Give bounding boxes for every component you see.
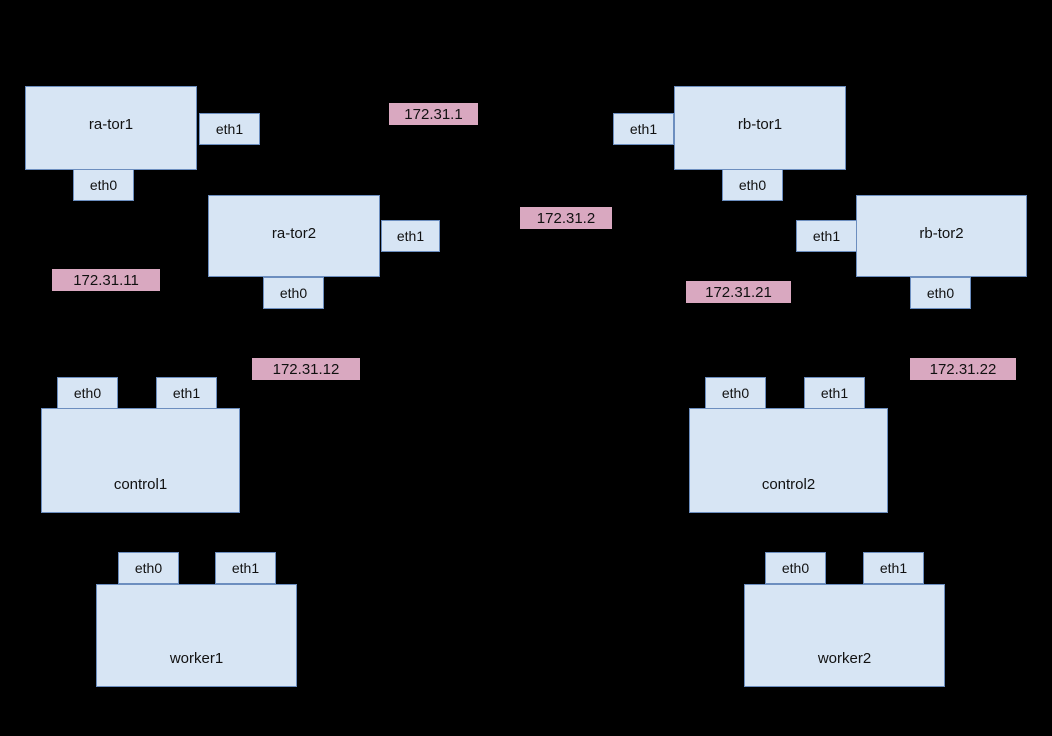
port-rb-tor2-eth1[interactable]: eth1 [796, 220, 857, 252]
node-label: rb-tor1 [737, 116, 783, 133]
node-rb-tor1[interactable]: rb-tor1 [674, 86, 846, 170]
port-ra-tor2-eth0[interactable]: eth0 [263, 277, 324, 309]
node-worker1[interactable]: worker1 [96, 584, 297, 687]
node-label: worker2 [817, 650, 872, 667]
node-label: control2 [761, 476, 816, 493]
network-label-net-172-31-11: 172.31.11 [52, 269, 160, 291]
port-control1-eth0[interactable]: eth0 [57, 377, 118, 409]
port-rb-tor2-eth0[interactable]: eth0 [910, 277, 971, 309]
network-label-net-172-31-1: 172.31.1 [389, 103, 478, 125]
port-worker1-eth0[interactable]: eth0 [118, 552, 179, 584]
port-control1-eth1[interactable]: eth1 [156, 377, 217, 409]
node-rb-tor2[interactable]: rb-tor2 [856, 195, 1027, 277]
port-ra-tor2-eth1[interactable]: eth1 [381, 220, 440, 252]
network-label-net-172-31-12: 172.31.12 [252, 358, 360, 380]
port-worker1-eth1[interactable]: eth1 [215, 552, 276, 584]
node-label: control1 [113, 476, 168, 493]
network-label-net-172-31-2: 172.31.2 [520, 207, 612, 229]
node-label: rb-tor2 [919, 225, 964, 242]
port-worker2-eth1[interactable]: eth1 [863, 552, 924, 584]
port-rb-tor1-eth0[interactable]: eth0 [722, 169, 783, 201]
node-label: ra-tor2 [271, 225, 317, 242]
node-ra-tor2[interactable]: ra-tor2 [208, 195, 380, 277]
node-label: worker1 [169, 650, 224, 667]
port-rb-tor1-eth1[interactable]: eth1 [613, 113, 674, 145]
network-label-net-172-31-21: 172.31.21 [686, 281, 791, 303]
network-label-net-172-31-22: 172.31.22 [910, 358, 1016, 380]
node-worker2[interactable]: worker2 [744, 584, 945, 687]
node-control1[interactable]: control1 [41, 408, 240, 513]
node-ra-tor1[interactable]: ra-tor1 [25, 86, 197, 170]
port-control2-eth0[interactable]: eth0 [705, 377, 766, 409]
port-control2-eth1[interactable]: eth1 [804, 377, 865, 409]
port-ra-tor1-eth0[interactable]: eth0 [73, 169, 134, 201]
node-label: ra-tor1 [88, 116, 134, 133]
node-control2[interactable]: control2 [689, 408, 888, 513]
port-worker2-eth0[interactable]: eth0 [765, 552, 826, 584]
port-ra-tor1-eth1[interactable]: eth1 [199, 113, 260, 145]
